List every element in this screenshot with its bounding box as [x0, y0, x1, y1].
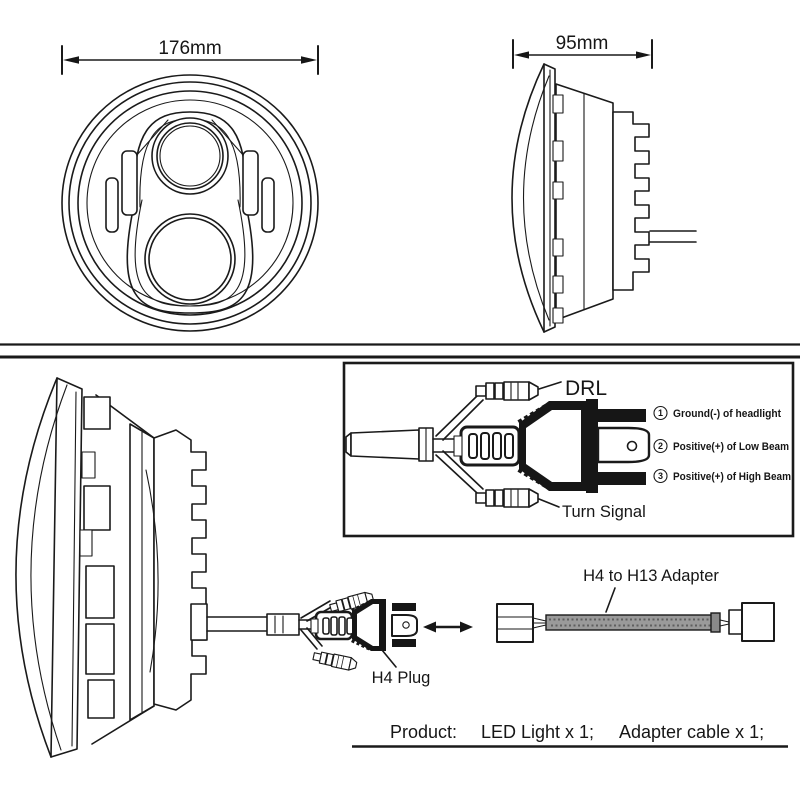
- outer-bezel-ring: [61, 74, 319, 332]
- bracket-tab: [552, 94, 564, 114]
- adapter-connector-right: [741, 602, 775, 642]
- adapter-label: H4 to H13 Adapter: [583, 567, 719, 585]
- legend-text: Positive(+) of High Beam: [673, 471, 791, 483]
- drl-bullet-terminal: [475, 381, 539, 401]
- drl-label: DRL: [565, 377, 607, 400]
- cable-body: [350, 429, 420, 460]
- heatsink-fins: [153, 429, 207, 711]
- legend-circled-number: 2: [658, 441, 663, 451]
- dim-arrow-left: [63, 56, 79, 64]
- dimension-176mm: 176mm: [61, 38, 319, 75]
- mount-bracket: [85, 565, 115, 619]
- plug-pin-high-beam: [598, 472, 646, 485]
- dim-arrow-right: [636, 51, 651, 59]
- legend-circled-number: 1: [658, 408, 663, 418]
- adapter-connector-left: [496, 603, 534, 643]
- dim-arrow-left: [514, 51, 529, 59]
- mount-bracket: [87, 679, 115, 719]
- mount-tab: [105, 177, 119, 233]
- upper-shroud: [132, 111, 248, 208]
- lens-rim: [50, 377, 83, 758]
- dim-arrow-right: [301, 56, 317, 64]
- adapter-cable-drawing: H4 to H13 Adapter: [496, 567, 775, 643]
- dimension-95mm: 95mm: [512, 33, 653, 69]
- bracket-tab: [552, 275, 564, 294]
- headlight-front-view-drawing: 176mm: [61, 38, 319, 332]
- plug-blade: [391, 614, 418, 637]
- high-beam-lens: [151, 117, 229, 195]
- plug-pin: [392, 603, 416, 611]
- low-beam-lens: [144, 213, 236, 305]
- legend-row-high-beam: 3 Positive(+) of High Beam: [653, 468, 791, 484]
- product-prefix: Product:: [390, 722, 457, 742]
- h4-plug-drawing: H4 Plug: [266, 590, 431, 687]
- headlight-rear-iso-view-drawing: [15, 377, 268, 758]
- legend-text: Positive(+) of Low Beam: [673, 441, 789, 453]
- plug-blade-low-beam: [596, 426, 651, 464]
- wire-gland: [190, 603, 208, 641]
- drl-leader-line: [538, 381, 562, 390]
- plug-pin-ground: [598, 409, 646, 422]
- turn-signal-leader-line: [538, 498, 560, 508]
- mount-bracket: [79, 529, 93, 557]
- product-line: Product: LED Light x 1; Adapter cable x …: [352, 722, 788, 748]
- lower-shroud: [126, 195, 254, 314]
- mount-tab: [242, 150, 259, 216]
- adapter-leader-line: [605, 587, 616, 613]
- product-item-adapter-cable: Adapter cable x 1;: [619, 722, 764, 742]
- legend-row-ground: 1 Ground(-) of headlight: [653, 405, 781, 421]
- side-depth-dimension-label: 95mm: [556, 33, 609, 54]
- cable-ferrule: [710, 612, 721, 633]
- mount-tab: [261, 177, 275, 233]
- mount-bracket: [81, 451, 96, 479]
- swap-double-arrow: [423, 621, 473, 633]
- mount-tab: [121, 150, 138, 216]
- lens-profile: [511, 63, 545, 333]
- wiring-detail-box: DRL Turn Signal 1 Ground(-) of headlight…: [342, 361, 795, 538]
- mount-bracket: [83, 396, 111, 430]
- h4-plug-label: H4 Plug: [372, 669, 431, 687]
- plug-pin: [392, 639, 416, 647]
- bracket-tab: [552, 238, 564, 257]
- bracket-tab: [552, 181, 564, 200]
- lens-profile: [15, 377, 58, 758]
- legend-row-low-beam: 2 Positive(+) of Low Beam: [653, 438, 789, 454]
- mount-bracket: [83, 485, 111, 531]
- bracket-tab: [552, 307, 564, 324]
- braided-cable: [545, 614, 717, 631]
- legend-text: Ground(-) of headlight: [673, 408, 781, 420]
- product-item-led-light: LED Light x 1;: [481, 722, 594, 742]
- mount-bracket: [85, 623, 115, 675]
- h4-plug-leader-line: [381, 649, 397, 668]
- turn-signal-label: Turn Signal: [562, 503, 646, 521]
- front-width-dimension-label: 176mm: [158, 38, 221, 59]
- bracket-tab: [552, 140, 564, 162]
- turn-signal-bullet-terminal: [311, 649, 359, 672]
- legend-circled-number: 3: [658, 471, 663, 481]
- turn-signal-bullet-terminal: [475, 488, 539, 508]
- headlight-side-view-drawing: 95mm: [511, 33, 697, 333]
- adapter-connector-right-neck: [728, 609, 743, 635]
- heatsink-fins: [612, 111, 650, 291]
